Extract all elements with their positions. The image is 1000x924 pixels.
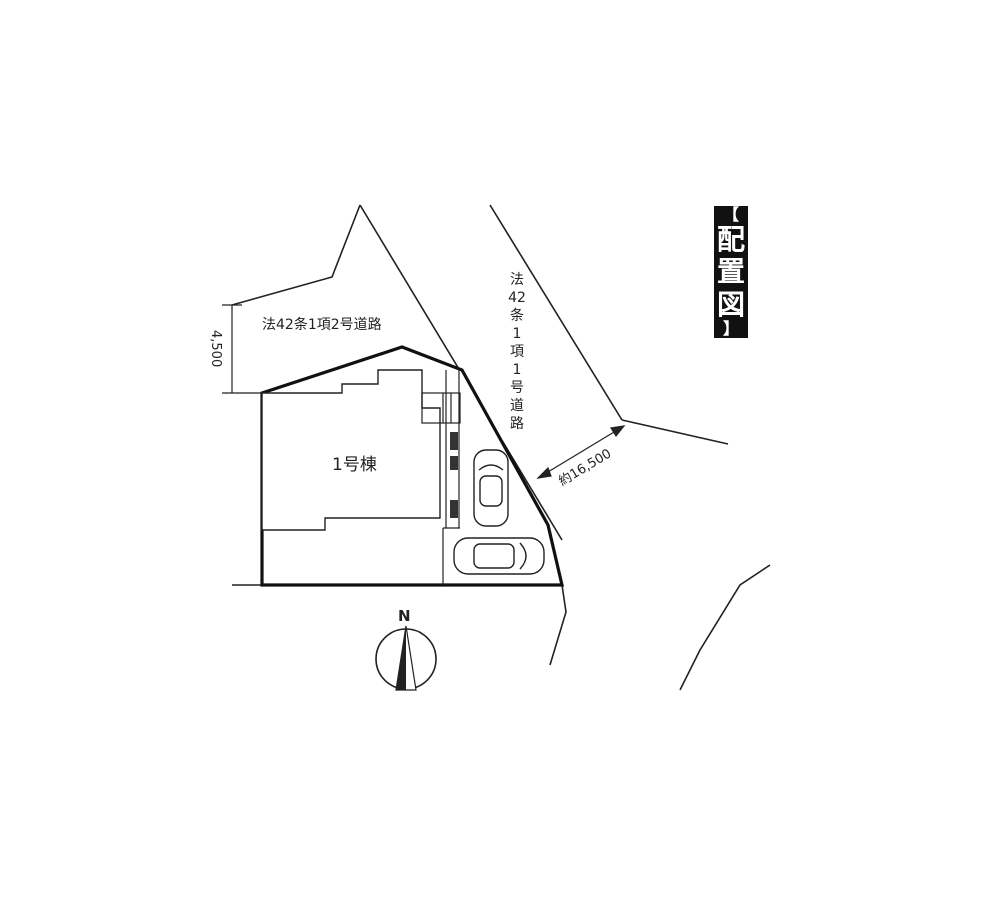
car-windshield bbox=[519, 542, 527, 570]
equipment-block bbox=[450, 456, 458, 470]
equipment-block bbox=[450, 500, 458, 518]
east-road-corner-edge bbox=[621, 419, 729, 445]
north-road-far-edge bbox=[231, 204, 361, 306]
east-road-char: 道 bbox=[510, 398, 524, 414]
road-lines bbox=[231, 204, 771, 691]
east-road-char: 42 bbox=[508, 290, 526, 306]
east-road-dimension bbox=[536, 425, 626, 479]
car-body bbox=[453, 537, 545, 575]
car-horizontal bbox=[453, 537, 545, 575]
car-roof bbox=[479, 475, 503, 507]
curve-road-edge bbox=[679, 564, 771, 691]
building-footprint bbox=[261, 369, 441, 531]
entrance-steps bbox=[421, 370, 461, 585]
equipment-blocks bbox=[450, 432, 458, 518]
equipment-block bbox=[450, 432, 458, 450]
east-road-char: 条 bbox=[510, 307, 524, 324]
compass-label: N bbox=[398, 607, 411, 625]
compass-needle-shade bbox=[396, 626, 406, 690]
north-road-dimension bbox=[222, 304, 262, 394]
title-bracket-close: 】 bbox=[722, 319, 739, 338]
title-char: 置 bbox=[716, 255, 745, 288]
east-road-char: 項 bbox=[510, 344, 524, 360]
north-road-label: 法42条1項2号道路 bbox=[262, 316, 382, 333]
car-roof bbox=[473, 543, 515, 569]
east-road-width: 約16,500 bbox=[556, 446, 614, 489]
east-road-near-edge bbox=[549, 584, 567, 666]
title-char: 図 bbox=[716, 287, 745, 321]
east-road-char: 法 bbox=[510, 272, 524, 288]
north-compass: N bbox=[375, 607, 437, 691]
plan-title: 【 配 置 図 】 bbox=[714, 206, 748, 338]
east-road-char: 1 bbox=[513, 326, 522, 342]
dimension-arrow-left bbox=[536, 466, 552, 479]
east-road-label: 法 42 条 1 項 1 号 道 路 bbox=[508, 272, 526, 432]
car-body bbox=[473, 449, 509, 527]
east-road-char: 1 bbox=[513, 362, 522, 378]
car-windshield bbox=[478, 464, 504, 471]
dimension-arrow-right bbox=[610, 425, 626, 438]
title-char: 配 bbox=[716, 222, 745, 256]
east-road-char: 号 bbox=[510, 380, 524, 396]
north-road-width: 4,500 bbox=[208, 330, 223, 367]
car-vertical bbox=[473, 449, 509, 527]
title-bracket-open: 【 bbox=[722, 205, 739, 224]
east-road-far-edge bbox=[489, 204, 623, 421]
entrance-porch bbox=[421, 392, 461, 424]
dimension-line bbox=[537, 425, 625, 479]
east-road-char: 路 bbox=[510, 416, 524, 432]
building-label: 1号棟 bbox=[332, 455, 377, 475]
